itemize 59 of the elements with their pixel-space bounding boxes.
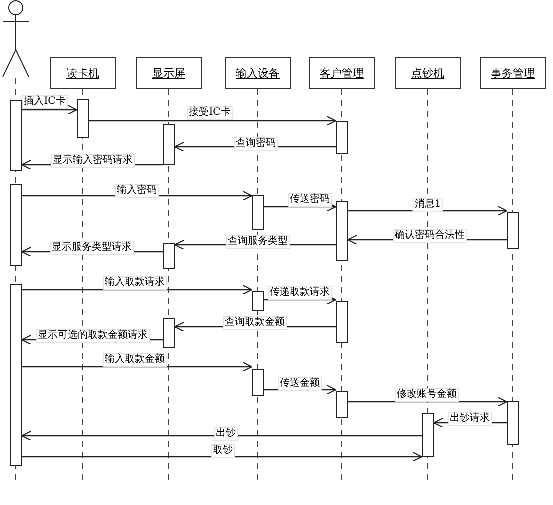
activation-bar [336,391,348,418]
object-name: 客户管理 [320,66,364,80]
activation-bar [336,301,348,343]
activation-bar [252,369,264,396]
message-arrow [21,430,422,442]
message-arrow [89,116,337,126]
lifeline-head-box [50,57,116,89]
message-arrow [22,362,253,372]
message-label: 插入IC卡 [22,95,68,109]
lifeline-head-box [309,57,375,89]
object-name: 读卡机 [66,66,100,80]
message-label: 消息1 [412,198,444,212]
activation-bar [422,413,434,457]
message-label: 输入密码 [115,184,159,198]
message-label: 出钞 [214,427,238,441]
activation-bar [163,124,175,165]
object-name: 显示屏 [152,66,186,80]
message-label: 传送金额 [278,377,322,391]
activation-bar [10,284,22,466]
activation-bar [507,401,519,445]
message-arrow [22,452,423,462]
message-label: 显示可选的取款金额请求 [36,329,150,343]
object-name: 点钞机 [412,66,444,80]
object-name: 事务管理 [491,66,535,80]
message-arrow [348,396,508,408]
activation-bar [252,195,264,230]
activation-bar [10,100,22,171]
message-label: 确认密码合法性 [393,229,467,243]
lifeline-head-box [480,57,546,89]
activation-bar [77,99,89,138]
actor-figure [2,0,30,78]
activation-bar [252,291,264,311]
message-label: 查询取款金额 [223,316,287,330]
message-label: 输入取款金额 [103,353,167,367]
message-label: 传送密码 [288,193,332,207]
lifeline-head-box [136,57,202,89]
activation-bar [163,243,175,269]
activation-bar [507,212,519,249]
activation-bar [10,184,22,266]
activation-bar [163,318,175,348]
message-label: 查询密码 [234,137,278,151]
lifeline-head-box [225,57,291,89]
message-label: 显示输入密码请求 [51,154,135,168]
message-arrow [264,294,337,306]
message-label: 取钞 [211,444,235,458]
message-label: 出钞请求 [448,412,492,426]
message-label: 接受IC卡 [187,106,233,120]
activation-bar [336,121,348,154]
message-arrow [264,202,337,212]
object-name: 输入设备 [236,66,280,80]
message-label: 显示服务类型请求 [50,241,134,255]
message-label: 传递取款请求 [268,286,332,300]
message-arrow [22,104,78,116]
lifeline-head-box [395,57,461,89]
activation-bar [336,201,348,261]
message-label: 查询服务类型 [226,235,290,249]
message-arrow [22,284,253,296]
message-label: 输入取款请求 [103,276,167,290]
message-label: 修改账号金额 [395,388,459,402]
